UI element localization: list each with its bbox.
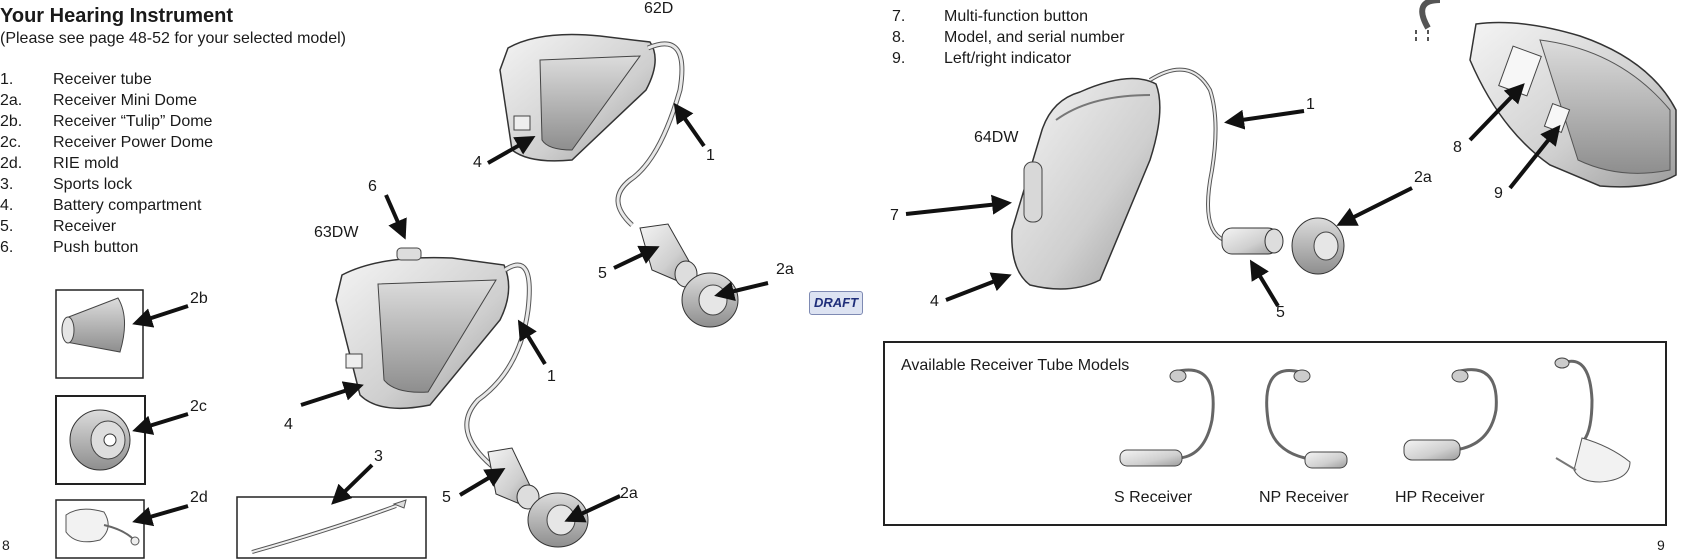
legend-number: 1. bbox=[0, 71, 14, 88]
legend-label: Left/right indicator bbox=[944, 50, 1072, 67]
device-63dw bbox=[335, 247, 589, 548]
device-detail bbox=[1415, 0, 1677, 188]
callout-2a-64dw: 2a bbox=[1414, 169, 1432, 186]
legend-label: Receiver bbox=[53, 218, 117, 235]
legend-number: 4. bbox=[0, 197, 14, 214]
legend-label: Model, and serial number bbox=[944, 29, 1125, 46]
legend-label: Push button bbox=[53, 239, 139, 256]
callout-5-64dw: 5 bbox=[1276, 304, 1285, 321]
callout-1-64dw: 1 bbox=[1306, 96, 1315, 113]
legend-number: 2a. bbox=[0, 92, 23, 109]
callout-4-63dw: 4 bbox=[284, 416, 293, 433]
callout-2a-62d: 2a bbox=[776, 261, 794, 278]
model-label-62d: 62D bbox=[644, 0, 674, 17]
callout-2c: 2c bbox=[190, 398, 207, 415]
callout-5-63dw: 5 bbox=[442, 489, 451, 506]
legend-label: Sports lock bbox=[53, 176, 133, 193]
legend-number: 2d. bbox=[0, 155, 23, 172]
page-number-left: 8 bbox=[2, 537, 10, 553]
device-64dw bbox=[1011, 67, 1345, 290]
callout-4-62d: 4 bbox=[473, 154, 482, 171]
legend-label: Battery compartment bbox=[53, 197, 202, 214]
page-title: Your Hearing Instrument bbox=[0, 5, 233, 27]
callout-3: 3 bbox=[374, 448, 383, 465]
legend-number: 3. bbox=[0, 176, 14, 193]
legend-label: RIE mold bbox=[53, 155, 119, 172]
sports-lock-box bbox=[236, 496, 427, 559]
s-receiver-illustration bbox=[1119, 368, 1215, 467]
callout-2d: 2d bbox=[190, 489, 208, 506]
model-label-64dw: 64DW bbox=[974, 129, 1019, 146]
legend-label: Receiver tube bbox=[53, 71, 152, 88]
callout-arrows bbox=[132, 83, 1561, 527]
legend-number: 8. bbox=[892, 29, 906, 46]
model-label-63dw: 63DW bbox=[314, 224, 359, 241]
receiver-tube-models-box: Available Receiver Tube Models S Receive… bbox=[883, 341, 1667, 526]
legend-label: Multi-function button bbox=[944, 8, 1089, 25]
callout-4-64dw: 4 bbox=[930, 293, 939, 310]
hp-receiver-label: HP Receiver bbox=[1395, 489, 1485, 506]
legend-number: 2c. bbox=[0, 134, 22, 151]
legend-label: Receiver Power Dome bbox=[53, 134, 214, 151]
callout-1-63dw: 1 bbox=[547, 368, 556, 385]
draft-badge: DRAFT bbox=[809, 291, 863, 315]
np-receiver-illustration bbox=[1265, 369, 1348, 469]
hp-receiver-illustration bbox=[1403, 368, 1498, 461]
s-receiver-label: S Receiver bbox=[1114, 489, 1193, 506]
legend-number: 7. bbox=[892, 8, 906, 25]
legend-number: 6. bbox=[0, 239, 14, 256]
dome-2c-box bbox=[55, 395, 146, 485]
callout-2a-63dw: 2a bbox=[620, 485, 638, 502]
callout-2b: 2b bbox=[190, 290, 208, 307]
legend-number: 9. bbox=[892, 50, 906, 67]
legend-label: Receiver Mini Dome bbox=[53, 92, 198, 109]
page-number-right: 9 bbox=[1657, 537, 1665, 553]
mold-2d-box bbox=[55, 499, 145, 559]
dome-2b-box bbox=[55, 289, 144, 379]
receiver-box-title: Available Receiver Tube Models bbox=[901, 357, 1130, 374]
callout-6: 6 bbox=[368, 178, 377, 195]
page-subtitle: (Please see page 48-52 for your selected… bbox=[0, 30, 346, 47]
legend-number: 2b. bbox=[0, 113, 23, 130]
device-62d bbox=[499, 33, 739, 328]
rie-mold-illustration bbox=[1554, 357, 1631, 483]
callout-7: 7 bbox=[890, 207, 899, 224]
callout-9: 9 bbox=[1494, 185, 1503, 202]
callout-8: 8 bbox=[1453, 139, 1462, 156]
legend-label: Receiver “Tulip” Dome bbox=[53, 113, 213, 130]
callout-1-62d: 1 bbox=[706, 147, 715, 164]
np-receiver-label: NP Receiver bbox=[1259, 489, 1349, 506]
callout-5-62d: 5 bbox=[598, 265, 607, 282]
legend-number: 5. bbox=[0, 218, 14, 235]
